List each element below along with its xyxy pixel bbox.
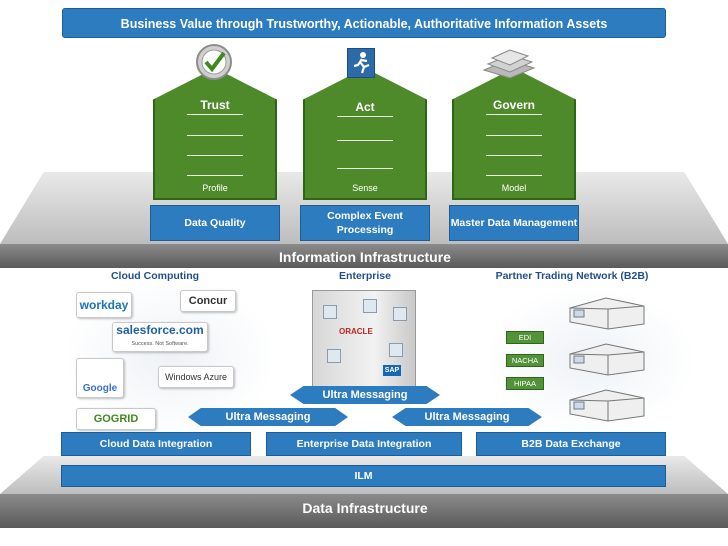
sap-logo: SAP bbox=[383, 365, 401, 376]
partner-building bbox=[566, 296, 646, 330]
enterprise-data-integration-box[interactable]: Enterprise Data Integration bbox=[266, 432, 462, 456]
ultra-messaging-center-arrow: Ultra Messaging bbox=[290, 386, 440, 404]
salesforce-logo-text: salesforce.com bbox=[116, 323, 204, 337]
workday-logo-text: workday bbox=[79, 298, 129, 312]
master-data-management-box[interactable]: Master Data Management bbox=[449, 205, 579, 241]
enterprise-label: Enterprise bbox=[339, 270, 391, 282]
partner-building bbox=[566, 342, 646, 376]
concur-logo-text: Concur bbox=[188, 295, 228, 307]
workday-logo: workday bbox=[76, 292, 132, 318]
concur-logo: Concur bbox=[180, 290, 236, 312]
pillar-line bbox=[187, 175, 243, 176]
pillar-line bbox=[337, 168, 393, 169]
pillar-line bbox=[187, 135, 243, 136]
ultra-messaging-right-arrow: Ultra Messaging bbox=[392, 408, 542, 426]
server-stack-icon bbox=[478, 46, 540, 82]
salesforce-logo: salesforce.com Success. Not Software. bbox=[112, 322, 208, 352]
pillar-trust-title: Trust bbox=[200, 98, 230, 112]
edi-tag: EDI bbox=[506, 331, 544, 344]
running-person-icon bbox=[347, 48, 375, 78]
pillar-line bbox=[486, 114, 542, 115]
ultra-messaging-left-arrow: Ultra Messaging bbox=[188, 408, 348, 426]
oracle-logo: ORACLE bbox=[339, 327, 373, 336]
info-infrastructure-slab-front bbox=[0, 244, 728, 268]
enterprise-server bbox=[323, 305, 337, 319]
enterprise-building: ORACLE SAP bbox=[312, 290, 416, 394]
cloud-computing-label: Cloud Computing bbox=[110, 270, 200, 282]
cloud-data-integration-box[interactable]: Cloud Data Integration bbox=[61, 432, 251, 456]
nacha-tag: NACHA bbox=[506, 354, 544, 367]
b2b-data-exchange-box[interactable]: B2B Data Exchange bbox=[476, 432, 666, 456]
pillar-govern-title: Govern bbox=[492, 98, 535, 112]
google-logo: Google bbox=[76, 358, 124, 398]
pillar-line bbox=[187, 114, 243, 115]
checkmark-seal-icon bbox=[193, 42, 235, 82]
windows-azure-logo: Windows Azure bbox=[158, 366, 234, 388]
pillar-govern bbox=[452, 68, 576, 200]
pillar-line bbox=[187, 155, 243, 156]
pillar-trust bbox=[153, 68, 277, 200]
gogrid-logo-text: GOGRID bbox=[93, 413, 139, 425]
pillar-line bbox=[486, 155, 542, 156]
google-logo-text: Google bbox=[82, 383, 118, 394]
pillar-act-title: Act bbox=[355, 100, 375, 114]
data-infrastructure-label: Data Infrastructure bbox=[302, 500, 428, 516]
gogrid-logo: GOGRID bbox=[76, 408, 156, 430]
business-value-banner: Business Value through Trustworthy, Acti… bbox=[62, 8, 666, 38]
enterprise-server bbox=[393, 307, 407, 321]
windows-azure-logo-text: Windows Azure bbox=[164, 372, 228, 382]
data-quality-box[interactable]: Data Quality bbox=[150, 205, 280, 241]
salesforce-tagline: Success. Not Software. bbox=[131, 341, 189, 347]
data-infrastructure-slab-front bbox=[0, 494, 728, 528]
enterprise-server bbox=[327, 349, 341, 363]
partner-building bbox=[566, 388, 646, 422]
pillar-act-subtitle: Sense bbox=[352, 183, 378, 193]
enterprise-server bbox=[363, 299, 377, 313]
pillar-line bbox=[486, 135, 542, 136]
info-infrastructure-label: Information Infrastructure bbox=[279, 249, 451, 265]
partner-trading-network-label: Partner Trading Network (B2B) bbox=[495, 270, 649, 282]
pillar-line bbox=[337, 140, 393, 141]
pillar-govern-subtitle: Model bbox=[501, 183, 527, 193]
hipaa-tag: HIPAA bbox=[506, 377, 544, 390]
ilm-box[interactable]: ILM bbox=[61, 465, 666, 487]
complex-event-processing-box[interactable]: Complex Event Processing bbox=[300, 205, 430, 241]
pillar-line bbox=[337, 116, 393, 117]
pillar-trust-subtitle: Profile bbox=[202, 183, 228, 193]
pillar-line bbox=[486, 175, 542, 176]
enterprise-server bbox=[389, 343, 403, 357]
pillar-act bbox=[303, 68, 427, 200]
